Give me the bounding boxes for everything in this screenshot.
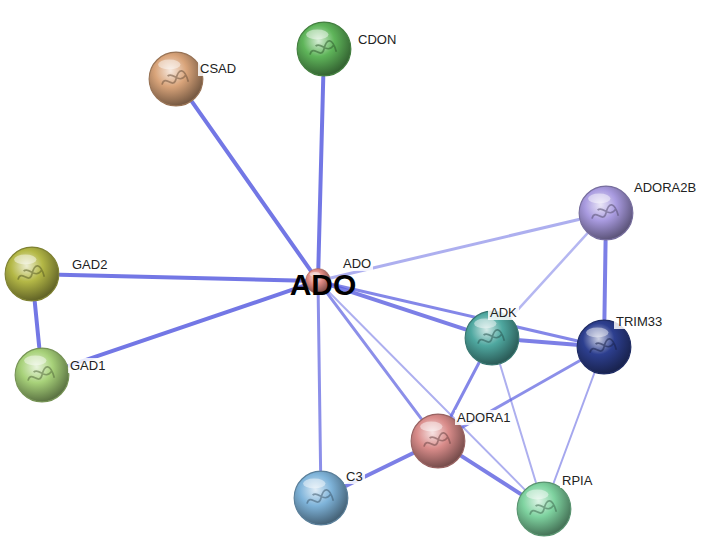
sphere-body <box>517 482 571 536</box>
interaction-line <box>511 234 587 318</box>
interaction-line <box>60 275 305 281</box>
focus-title: ADO <box>290 269 357 301</box>
protein-sphere <box>293 470 349 526</box>
structure-sketch <box>18 266 44 280</box>
sphere-highlight <box>306 29 328 39</box>
protein-node: ADK <box>464 310 520 366</box>
sphere-highlight <box>158 59 180 69</box>
node-label: RPIA <box>560 473 594 488</box>
interaction-line <box>331 219 579 278</box>
interaction-line <box>604 241 605 319</box>
interaction-line <box>318 294 320 470</box>
structure-sketch <box>307 490 333 504</box>
interaction-line <box>326 291 421 418</box>
node-label: ADORA1 <box>455 410 512 425</box>
protein-node: C3 <box>293 470 349 526</box>
protein-node: ADOADO <box>305 268 331 294</box>
protein-node: CDON <box>296 21 352 77</box>
protein-node: ADORA1 <box>410 413 466 469</box>
sphere-highlight <box>303 478 325 488</box>
structure-sketch <box>530 501 556 515</box>
protein-node: ADORA2B <box>578 185 634 241</box>
node-label: ADORA2B <box>632 180 698 195</box>
interaction-line <box>462 456 521 494</box>
sphere-highlight <box>586 327 608 337</box>
sphere-highlight <box>420 421 442 431</box>
structure-sketch <box>424 433 450 447</box>
protein-node: GAD2 <box>4 246 60 302</box>
protein-node: TRIM33 <box>576 319 632 375</box>
structure-sketch <box>592 205 618 219</box>
node-label: CSAD <box>198 61 238 76</box>
node-label: CDON <box>356 32 398 47</box>
node-label: GAD1 <box>68 358 107 373</box>
interaction-line <box>35 302 39 347</box>
protein-sphere <box>516 481 572 537</box>
node-label: C3 <box>344 469 365 484</box>
interaction-line <box>554 373 595 482</box>
structure-sketch <box>590 339 616 353</box>
protein-sphere <box>296 21 352 77</box>
protein-sphere <box>4 246 60 302</box>
sphere-highlight <box>14 254 36 264</box>
protein-sphere <box>578 185 634 241</box>
protein-node: CSAD <box>148 51 204 107</box>
structure-sketch <box>310 41 336 55</box>
sphere-body <box>297 22 351 76</box>
sphere-highlight <box>24 355 46 365</box>
sphere-highlight <box>588 193 610 203</box>
node-label: TRIM33 <box>614 314 664 329</box>
structure-sketch <box>28 367 54 381</box>
interaction-line <box>318 77 323 268</box>
protein-sphere <box>148 51 204 107</box>
interaction-line <box>451 363 479 416</box>
node-label: ADK <box>488 305 519 320</box>
protein-node: RPIA <box>516 481 572 537</box>
structure-sketch <box>478 330 504 344</box>
interaction-line <box>327 290 524 489</box>
interaction-line <box>192 102 310 270</box>
structure-sketch <box>162 71 188 85</box>
sphere-highlight <box>526 489 548 499</box>
protein-node: GAD1 <box>14 347 70 403</box>
interaction-line <box>520 340 576 345</box>
protein-sphere <box>14 347 70 403</box>
sphere-body <box>5 247 59 301</box>
interaction-line <box>69 285 306 366</box>
node-label: GAD2 <box>70 257 109 272</box>
sphere-body <box>149 52 203 106</box>
sphere-body <box>294 471 348 525</box>
sphere-body <box>579 186 633 240</box>
sphere-body <box>15 348 69 402</box>
